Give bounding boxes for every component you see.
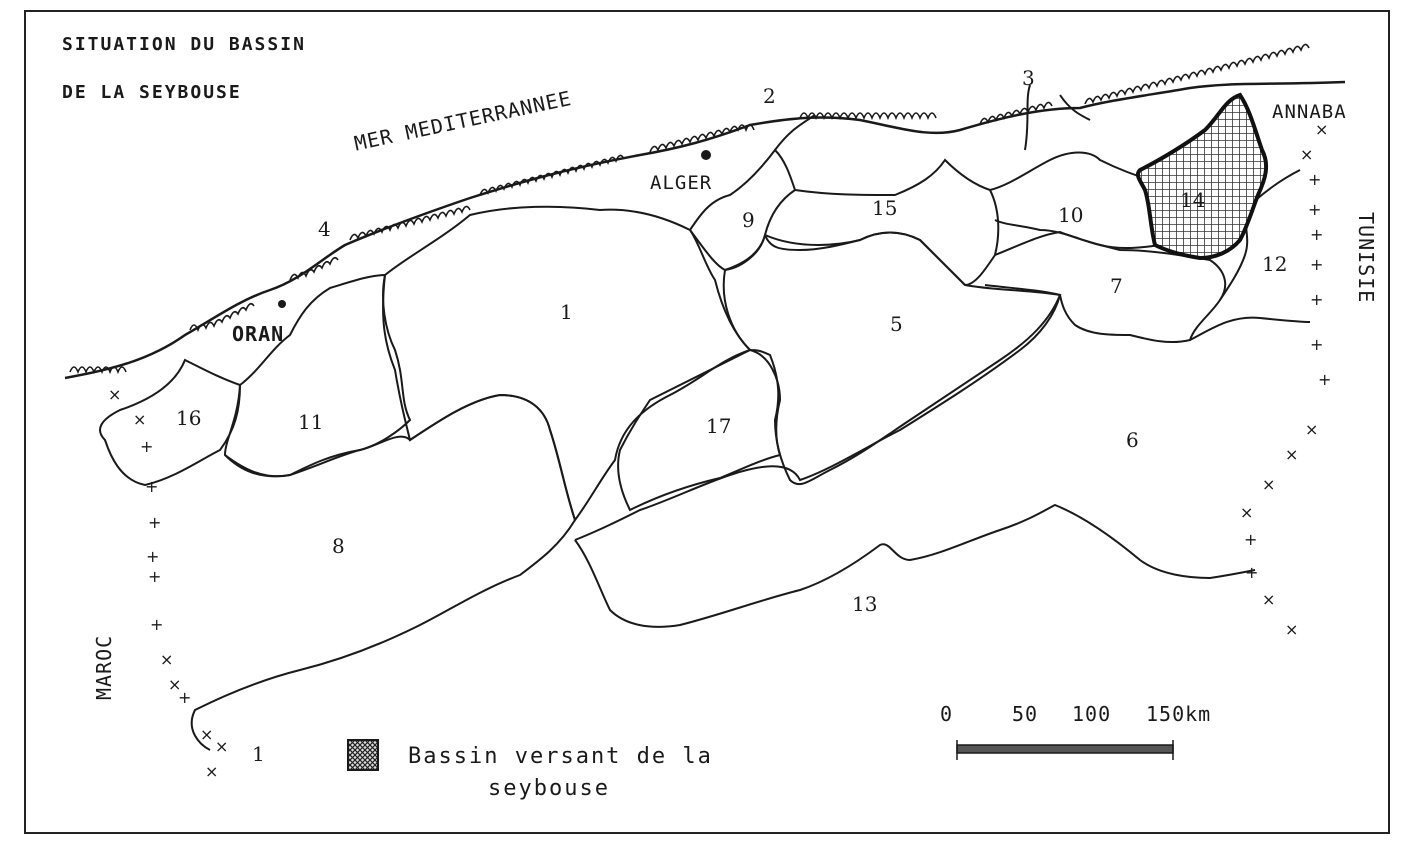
- region-8: 8: [332, 534, 345, 558]
- svg-text:+: +: [148, 567, 161, 586]
- marker-1: 1: [252, 742, 265, 766]
- boundary-10: [989, 151, 1162, 249]
- legend-swatch: [347, 739, 379, 771]
- svg-text:+: +: [1245, 563, 1258, 582]
- region-16: 16: [176, 406, 202, 430]
- region-7: 7: [1110, 274, 1123, 298]
- svg-text:×: ×: [1240, 503, 1253, 522]
- svg-text:+: +: [1310, 225, 1323, 244]
- boundary-17: [617, 349, 782, 512]
- city-oran: ORAN: [232, 322, 285, 346]
- boundary-16: [99, 358, 242, 487]
- city-alger: ALGER: [650, 172, 713, 194]
- marker-2: 2: [763, 84, 776, 108]
- region-17: 17: [706, 414, 732, 438]
- alger-dot: [701, 150, 711, 160]
- boundary-7: [984, 230, 1227, 344]
- svg-text:+: +: [1310, 335, 1323, 354]
- map-frame: [24, 10, 1390, 834]
- region-13: 13: [852, 592, 878, 616]
- boundary-15: [764, 158, 1000, 287]
- svg-text:+: +: [150, 615, 163, 634]
- svg-text:+: +: [1308, 200, 1321, 219]
- svg-text:×: ×: [160, 650, 173, 669]
- basin-boundaries: [99, 84, 1311, 751]
- marker-4: 4: [318, 217, 331, 241]
- coastline: [64, 80, 1346, 380]
- scale-tick-100: 100: [1072, 702, 1112, 726]
- svg-text:×: ×: [1285, 445, 1298, 464]
- svg-text:×: ×: [215, 737, 228, 756]
- seybouse-basin-area: [1135, 92, 1269, 261]
- svg-text:×: ×: [205, 762, 218, 781]
- svg-text:+: +: [1310, 290, 1323, 309]
- scale-tick-0: 0: [940, 702, 954, 726]
- svg-text:×: ×: [1262, 590, 1275, 609]
- boundary-6-north: [1189, 316, 1311, 341]
- boundary-upper-inlets: [774, 84, 1091, 151]
- boundary-11: [223, 273, 412, 478]
- svg-text:×: ×: [200, 725, 213, 744]
- svg-text:+: +: [178, 688, 191, 707]
- svg-text:×: ×: [168, 675, 181, 694]
- legend-line1: Bassin versant de la: [408, 744, 713, 769]
- region-14: 14: [1180, 188, 1206, 212]
- marker-3: 3: [1022, 66, 1035, 90]
- region-5: 5: [890, 312, 903, 336]
- region-10: 10: [1058, 203, 1084, 227]
- coastline-hatching: [69, 43, 1310, 375]
- region-11: 11: [298, 410, 324, 434]
- oran-dot: [278, 300, 286, 308]
- city-annaba: ANNABA: [1272, 101, 1347, 123]
- svg-text:+: +: [145, 477, 158, 496]
- region-12: 12: [1262, 252, 1288, 276]
- svg-text:×: ×: [1285, 620, 1298, 639]
- boundary-12: [1219, 169, 1301, 301]
- country-tunisie: TUNISIE: [1354, 212, 1378, 304]
- svg-text:+: +: [1308, 170, 1321, 189]
- region-9: 9: [742, 208, 755, 232]
- border-crosses: ×× ++ ++ ++ ×× +× ×× ×× ++ ++ ++ +× ×× ×…: [108, 120, 1331, 781]
- svg-text:+: +: [146, 547, 159, 566]
- boundary-13: [574, 294, 1061, 541]
- legend-line2: seybouse: [488, 776, 610, 801]
- svg-text:×: ×: [133, 410, 146, 429]
- svg-text:×: ×: [108, 385, 121, 404]
- scale-bar: [956, 744, 1174, 754]
- country-maroc: MAROC: [92, 634, 116, 700]
- map-title-line1: SITUATION DU BASSIN: [62, 34, 306, 55]
- scale-tick-50: 50: [1012, 702, 1039, 726]
- svg-text:×: ×: [1300, 145, 1313, 164]
- region-1: 1: [560, 300, 573, 324]
- scale-tick-150km: 150km: [1146, 702, 1212, 726]
- boundary-13-south: [574, 503, 1256, 628]
- map-title-line2: DE LA SEYBOUSE: [62, 82, 242, 103]
- region-15: 15: [872, 196, 898, 220]
- svg-text:+: +: [140, 437, 153, 456]
- svg-text:×: ×: [1262, 475, 1275, 494]
- svg-text:+: +: [1244, 530, 1257, 549]
- boundary-5: [722, 231, 1062, 486]
- svg-text:×: ×: [1315, 120, 1328, 139]
- svg-text:+: +: [1310, 255, 1323, 274]
- svg-text:+: +: [1318, 370, 1331, 389]
- boundary-8: [190, 393, 577, 751]
- region-6: 6: [1126, 428, 1139, 452]
- boundary-1: [382, 205, 752, 523]
- svg-text:×: ×: [1305, 420, 1318, 439]
- svg-text:+: +: [148, 513, 161, 532]
